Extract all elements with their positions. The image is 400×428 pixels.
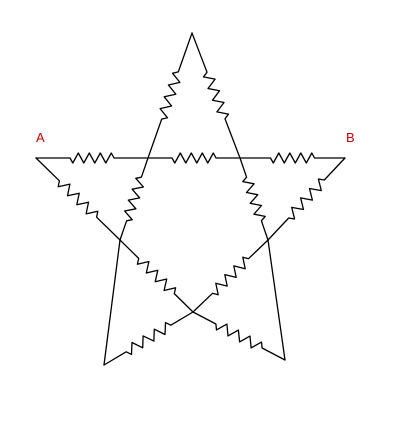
resistor-top-middle (147, 152, 241, 164)
wire-left-lower (103, 239, 121, 366)
resistor-top-right (239, 152, 346, 164)
resistor-group (35, 32, 346, 366)
resistor-left-diagonal-upper (35, 157, 121, 241)
resistor-bottom-right (192, 311, 286, 361)
terminal-label-a: A (36, 130, 45, 145)
resistor-left-diagonal-lower (119, 239, 194, 313)
wire-right-lower (267, 239, 286, 361)
resistor-bottom-left (103, 311, 194, 366)
terminal-label-b: B (346, 130, 355, 145)
resistor-mid-left (119, 157, 149, 241)
resistor-upper-left (147, 32, 193, 159)
resistor-mid-right (239, 157, 269, 241)
resistor-top-left (35, 152, 149, 164)
resistor-right-diagonal-upper (267, 157, 346, 241)
resistor-right-diagonal-lower (192, 239, 269, 313)
resistor-upper-right (191, 32, 241, 159)
